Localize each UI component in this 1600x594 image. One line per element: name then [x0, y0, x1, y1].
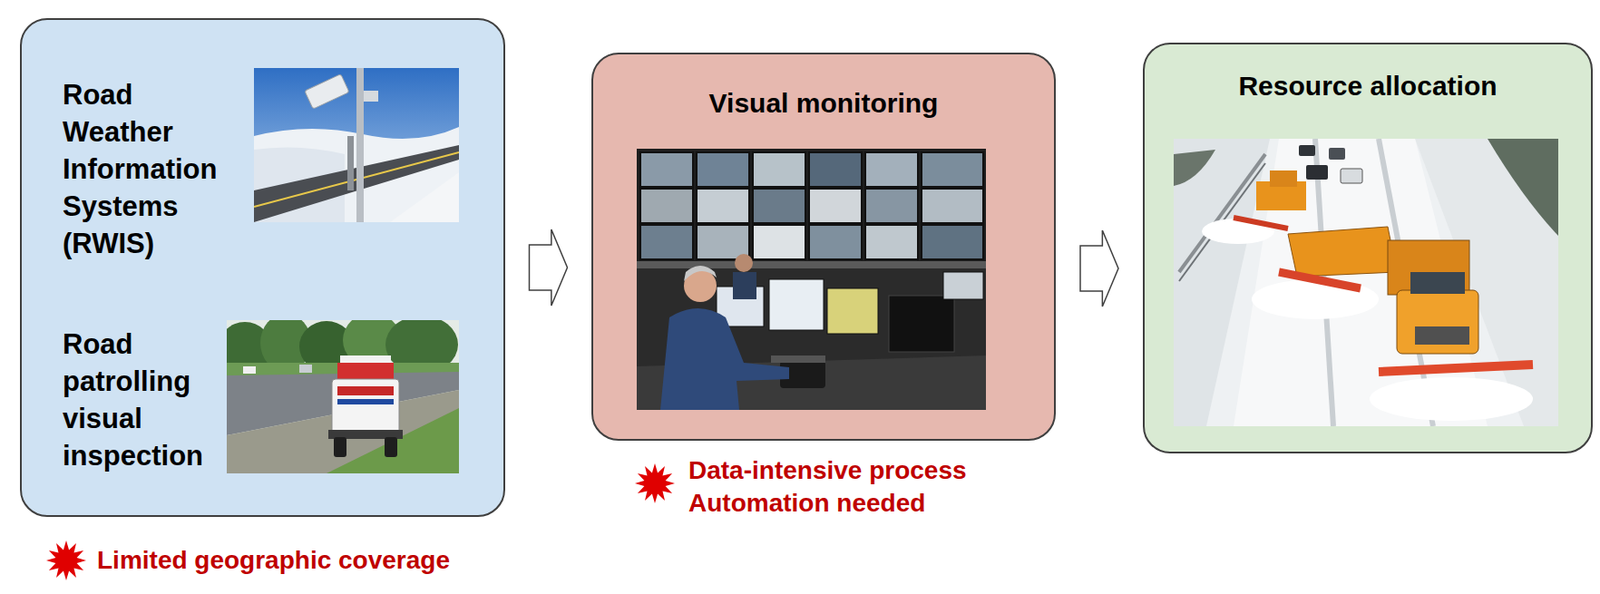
rounded-panel: Visual monitoring — [591, 52, 1056, 441]
snowplow-photo — [1173, 138, 1559, 427]
patrol-photo — [226, 320, 459, 474]
panel-title: Resource allocation — [1144, 68, 1591, 104]
source-heading: Road patrolling visual inspection — [62, 325, 204, 475]
rounded-panel: Road Weather Information Systems (RWIS) R… — [19, 18, 506, 518]
rounded-panel: Resource allocation — [1142, 42, 1593, 454]
warning-note: Automation needed — [688, 487, 926, 520]
control-room-photo — [636, 148, 986, 410]
block-arrow — [529, 229, 568, 306]
source-heading: Road Weather Information Systems (RWIS) — [62, 76, 217, 263]
rwis-photo — [253, 68, 459, 223]
alert-burst — [46, 540, 87, 581]
warning-note: Limited geographic coverage — [97, 544, 450, 577]
alert-burst — [634, 463, 675, 504]
panel-title: Visual monitoring — [593, 86, 1054, 121]
warning-note: Data-intensive process — [688, 454, 967, 488]
block-arrow — [1080, 230, 1119, 307]
